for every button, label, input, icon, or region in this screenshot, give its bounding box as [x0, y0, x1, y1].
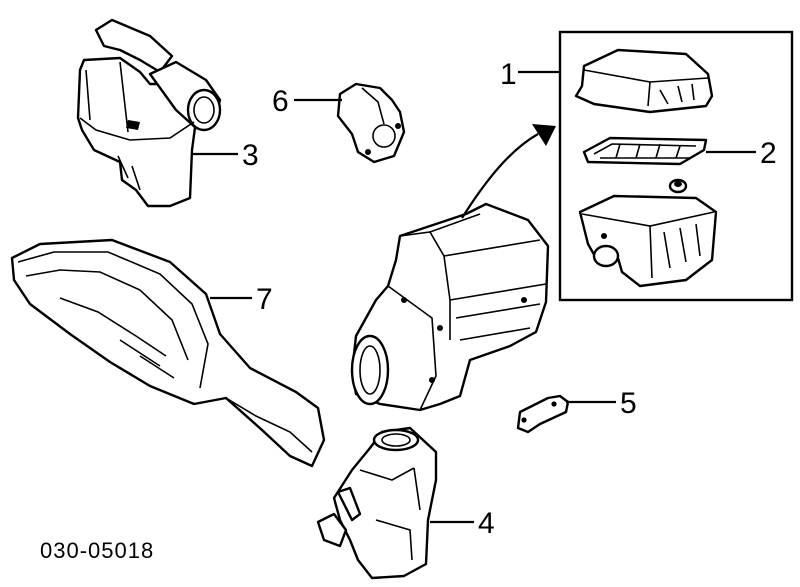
air-cleaner-case[interactable]	[578, 194, 718, 288]
callout-7: 7	[256, 283, 273, 316]
air-cleaner-assembly[interactable]	[350, 202, 550, 412]
part-2-filter-element[interactable]	[582, 136, 708, 166]
grommet[interactable]	[668, 178, 688, 194]
leader-lines	[192, 70, 756, 524]
callout-1: 1	[500, 58, 517, 91]
callout-4: 4	[478, 507, 495, 540]
part-7-air-duct[interactable]	[10, 238, 326, 468]
reference-code: 030-05018	[40, 538, 154, 563]
air-cleaner-cover[interactable]	[574, 48, 714, 114]
callout-2: 2	[760, 137, 777, 170]
part-6-airflow-meter[interactable]	[336, 82, 406, 164]
callout-6: 6	[272, 85, 289, 118]
callout-5: 5	[620, 387, 637, 420]
part-5-bracket[interactable]	[516, 394, 570, 434]
part-3-resonator[interactable]	[76, 18, 222, 208]
callout-3: 3	[242, 139, 259, 172]
exploded-view-arrow	[461, 124, 556, 219]
part-4-resonator[interactable]	[316, 426, 438, 580]
part-1-box	[558, 30, 794, 302]
